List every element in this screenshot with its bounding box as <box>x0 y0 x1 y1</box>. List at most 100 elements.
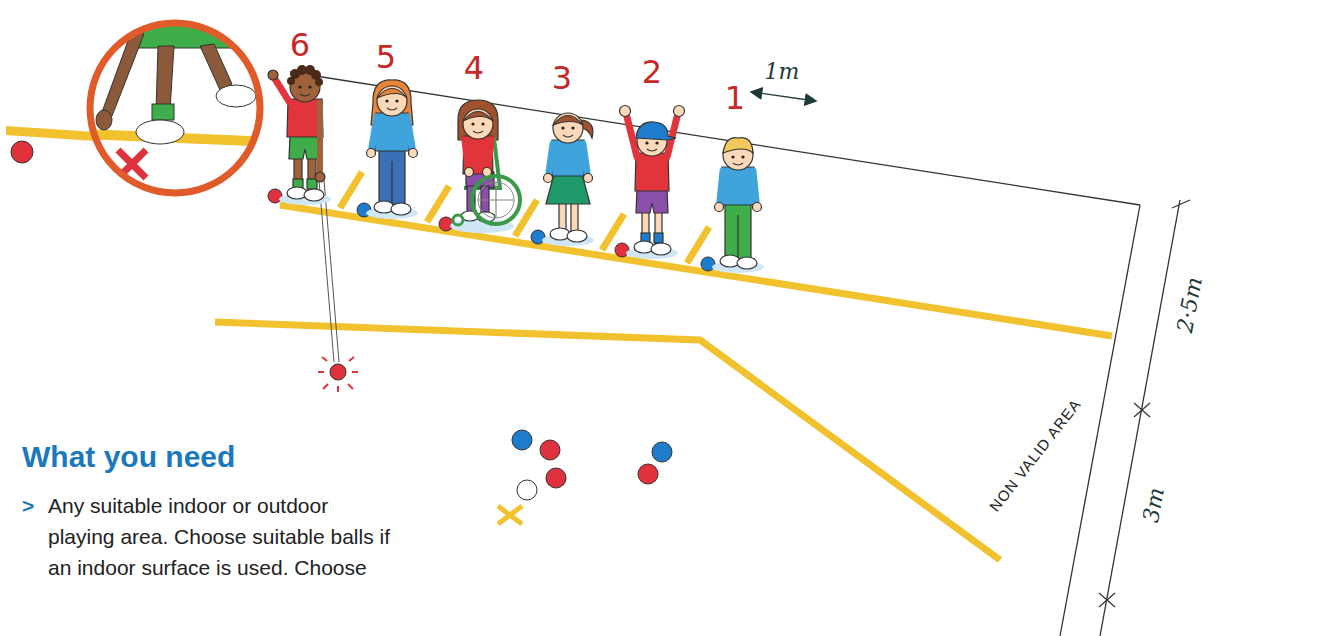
foot-fault-inset <box>60 10 300 178</box>
balls-at-boxes <box>268 189 715 271</box>
balls-at-boxes <box>268 189 282 203</box>
child-figure <box>721 167 755 205</box>
child-figure <box>737 257 757 269</box>
child-wheelchair <box>478 182 514 218</box>
thrown-ball <box>349 357 354 361</box>
callout-number: 6 <box>290 29 310 61</box>
child-figure <box>289 135 321 159</box>
child-figure <box>620 106 631 117</box>
target-cluster <box>498 506 522 524</box>
foot-fault-inset <box>11 141 33 163</box>
child-figure <box>307 179 317 189</box>
callout-number: 1 <box>725 82 745 114</box>
child-wheelchair <box>481 122 484 125</box>
child-figure <box>674 106 685 117</box>
child-wheelchair <box>465 168 474 177</box>
court-lines <box>1099 593 1115 607</box>
child-figure <box>753 203 762 212</box>
target-cluster <box>498 430 672 524</box>
child-figure <box>317 103 323 171</box>
child-figure <box>651 243 671 255</box>
child-figure <box>366 80 418 219</box>
bullet-marker: > <box>22 490 34 521</box>
thrown-ball <box>324 180 339 362</box>
child-figure <box>391 203 411 215</box>
foot-fault-inset <box>6 126 95 141</box>
child-wheelchair <box>458 100 498 140</box>
target-cluster <box>512 430 532 450</box>
thrown-ball <box>322 357 327 361</box>
child-figure <box>725 203 751 259</box>
court-lines <box>752 92 815 101</box>
child-figure <box>553 116 583 126</box>
child-figure <box>315 78 323 86</box>
child-figure <box>737 215 738 259</box>
callout-number: 4 <box>464 52 484 84</box>
thrown-ball <box>318 180 358 392</box>
foot-fault-inset <box>200 44 232 90</box>
dimension-label: 1m <box>765 61 800 83</box>
child-wheelchair <box>481 186 489 212</box>
child-figure <box>268 65 331 205</box>
child-figure <box>287 65 323 86</box>
body-text: Any suitable indoor or outdoor playing a… <box>48 490 393 583</box>
child-figure <box>636 189 668 213</box>
child-figure <box>627 117 637 157</box>
child-figure <box>553 113 583 143</box>
child-figure <box>620 106 685 260</box>
tape-lines <box>215 322 1000 560</box>
court-lines <box>290 72 1140 205</box>
child-figure <box>300 94 310 96</box>
child-figure <box>636 122 676 140</box>
child-figure <box>287 77 295 85</box>
child-figure <box>571 126 574 129</box>
target-cluster <box>638 464 658 484</box>
balls-at-boxes <box>531 230 545 244</box>
foot-fault-inset <box>90 23 260 193</box>
child-figure <box>544 174 553 183</box>
balls-at-boxes <box>615 243 629 257</box>
child-figure <box>377 86 407 116</box>
court-lines <box>1060 205 1140 636</box>
child-figure <box>268 70 278 80</box>
child-figure <box>584 174 593 183</box>
child-figure <box>308 85 311 88</box>
child-wheelchair <box>472 176 520 224</box>
child-wheelchair <box>478 199 514 200</box>
child-figure <box>583 144 587 172</box>
child-wheelchair <box>471 122 474 125</box>
child-wheelchair <box>463 112 493 122</box>
child-figure <box>552 140 584 176</box>
foot-fault-inset <box>136 120 184 144</box>
child-figure <box>372 117 377 147</box>
child-figure <box>563 135 573 137</box>
thrown-ball <box>323 384 328 389</box>
child-figure <box>567 230 587 242</box>
dimension-label: 3m <box>1140 486 1168 524</box>
child-figure <box>655 209 662 243</box>
foot-fault-inset <box>156 46 174 110</box>
child-figure <box>391 161 392 205</box>
child-figure <box>655 141 658 144</box>
child-figure <box>395 99 398 102</box>
child-figure <box>294 155 302 189</box>
dimension-label: 2·5m <box>1174 276 1206 335</box>
heading: What you need <box>22 440 235 473</box>
child-figure <box>385 99 388 102</box>
child-figure <box>642 209 649 243</box>
tape-lines <box>340 172 362 208</box>
child-figure <box>635 153 669 191</box>
court-lines <box>1172 200 1190 208</box>
target-cluster <box>498 506 522 524</box>
child-figure <box>733 163 743 165</box>
foot-fault-inset <box>152 104 174 120</box>
child-figure <box>315 172 325 182</box>
child-figure <box>367 149 376 158</box>
foot-fault-inset <box>216 85 256 107</box>
child-figure <box>377 89 407 99</box>
child-figure <box>741 155 744 158</box>
court-lines <box>1099 593 1115 607</box>
child-wheelchair <box>473 131 483 133</box>
child-wheelchair <box>465 140 468 168</box>
